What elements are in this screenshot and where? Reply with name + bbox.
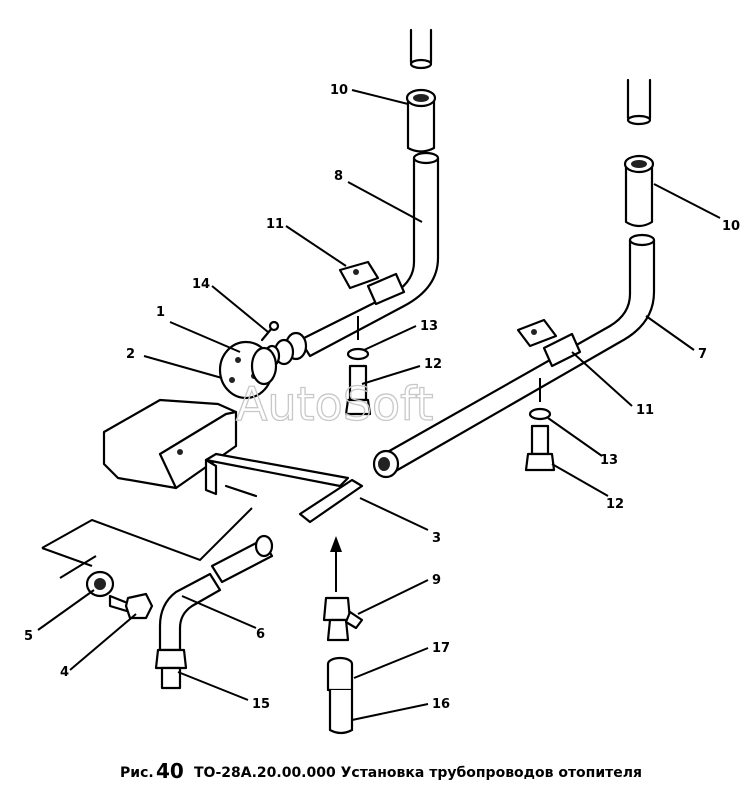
callout-12-left: 12: [424, 357, 442, 372]
callout-12-right: 12: [606, 497, 624, 512]
caption-prefix: Рис.: [120, 765, 154, 781]
callout-14: 14: [192, 277, 210, 292]
heater-body: [102, 398, 238, 490]
leader-lines: [37, 89, 721, 721]
callout-17: 17: [432, 641, 450, 656]
hose-10-left: [405, 88, 437, 153]
callout-8: 8: [334, 169, 343, 184]
callout-15: 15: [252, 697, 270, 712]
bolt-12-left: [344, 316, 372, 416]
caption-number: 40: [156, 759, 184, 783]
bracket-outline: [41, 507, 253, 579]
callout-6: 6: [256, 627, 265, 642]
bolt-12-right: [524, 378, 556, 472]
callout-10-left: 10: [330, 83, 348, 98]
caption-text: ТО-28А.20.00.000 Установка трубопроводов…: [194, 765, 642, 781]
flange-2: [218, 340, 278, 400]
hose-10-right: [623, 154, 655, 228]
tap-9: [322, 596, 364, 642]
callout-7: 7: [698, 347, 707, 362]
pipe-6: [158, 534, 274, 652]
callout-10-right: 10: [722, 219, 740, 234]
callout-2: 2: [126, 347, 135, 362]
bolt-14: [260, 320, 280, 342]
callout-13-right: 13: [600, 453, 618, 468]
callout-9: 9: [432, 573, 441, 588]
callout-5: 5: [24, 629, 33, 644]
bolt-4: [108, 592, 154, 620]
callout-4: 4: [60, 665, 69, 680]
clamp-11-left: [338, 260, 406, 306]
watermark: AutoSoft: [236, 377, 434, 431]
callout-labels: 10 8 11 14 1 13 2 12 10 7 11 13 12 3 9 5…: [24, 83, 740, 712]
callout-3: 3: [432, 531, 441, 546]
hose-16: [328, 688, 354, 735]
top-left-hose-stub: [409, 28, 433, 70]
bracket-3: [204, 452, 364, 524]
pipe-8: [298, 151, 440, 358]
top-right-hose-stub: [626, 78, 652, 126]
fitting-15: [154, 648, 188, 690]
clamp-11-right: [516, 318, 582, 368]
hose-17: [326, 656, 354, 692]
arrow-up: [330, 536, 342, 592]
callout-13-left: 13: [420, 319, 438, 334]
callout-11-left: 11: [266, 217, 284, 232]
callout-16: 16: [432, 697, 450, 712]
pipe-7: [372, 233, 656, 479]
callout-11-right: 11: [636, 403, 654, 418]
callout-1: 1: [156, 305, 165, 320]
figure-caption: Рис. 40 ТО-28А.20.00.000 Установка трубо…: [120, 759, 642, 783]
